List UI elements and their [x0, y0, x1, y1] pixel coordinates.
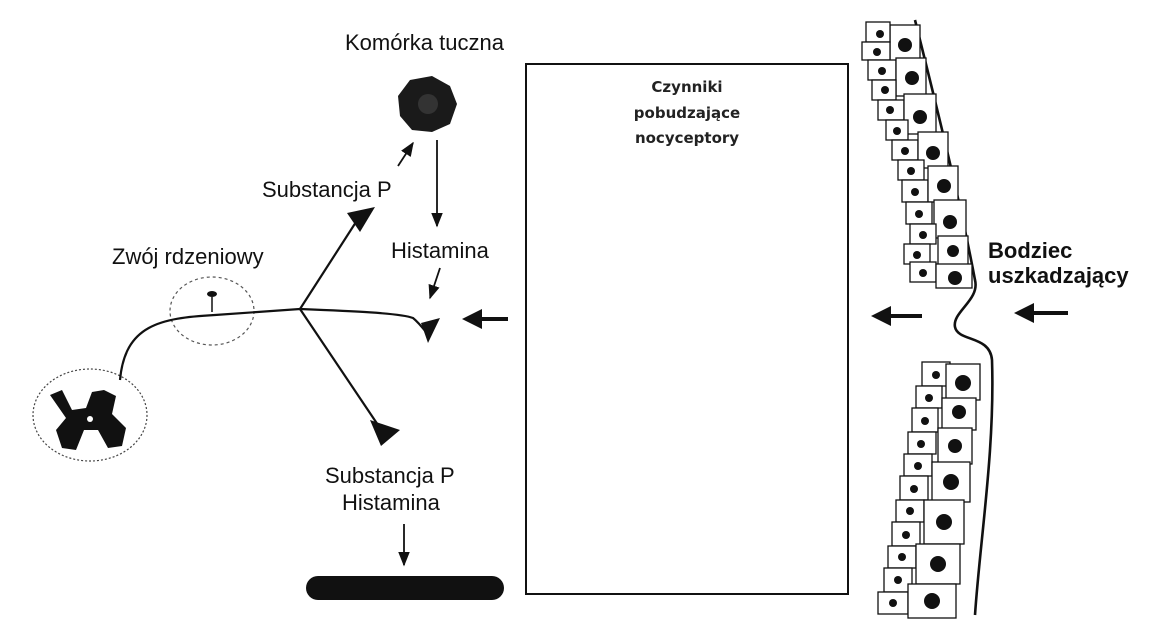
- nerve-fiber: [118, 307, 427, 381]
- spinal-ganglion: [169, 276, 255, 346]
- epithelium-tissue: [861, 19, 994, 619]
- substance-p-upper-label: Substancja P: [262, 177, 392, 202]
- blood-vessel-bar: [306, 576, 504, 600]
- mast-cell-label: Komórka tuczna: [345, 30, 505, 55]
- mast-cell: [398, 76, 457, 132]
- box-text-line-2: pobudzające: [634, 104, 740, 122]
- nerve-branch-lower: [299, 308, 379, 426]
- histamine-upper-label: Histamina: [391, 238, 490, 263]
- box-text-line-3: nocyceptory: [635, 129, 739, 147]
- nerve-terminal-lower: [370, 420, 400, 446]
- nerve-terminal-upper: [347, 207, 375, 232]
- spinal-cord-section: [32, 368, 148, 462]
- substance-p-lower-label: Substancja P: [325, 463, 455, 488]
- stimulus-label-line-1: Bodziec: [988, 238, 1072, 263]
- substance-p-to-mast-cell-arrow: [397, 141, 414, 167]
- histamine-to-terminal-arrow: [428, 267, 441, 300]
- nerve-terminal-middle: [421, 318, 440, 343]
- stimulating-factors-box: [525, 63, 849, 595]
- stimulus-label-line-2: uszkadzający: [988, 263, 1129, 288]
- epithelium-nuclei: [873, 30, 971, 609]
- spinal-ganglion-label: Zwój rdzeniowy: [112, 244, 264, 269]
- box-text-line-1: Czynniki: [651, 78, 722, 96]
- histamine-lower-label: Histamina: [342, 490, 441, 515]
- nerve-branch-upper: [299, 221, 357, 310]
